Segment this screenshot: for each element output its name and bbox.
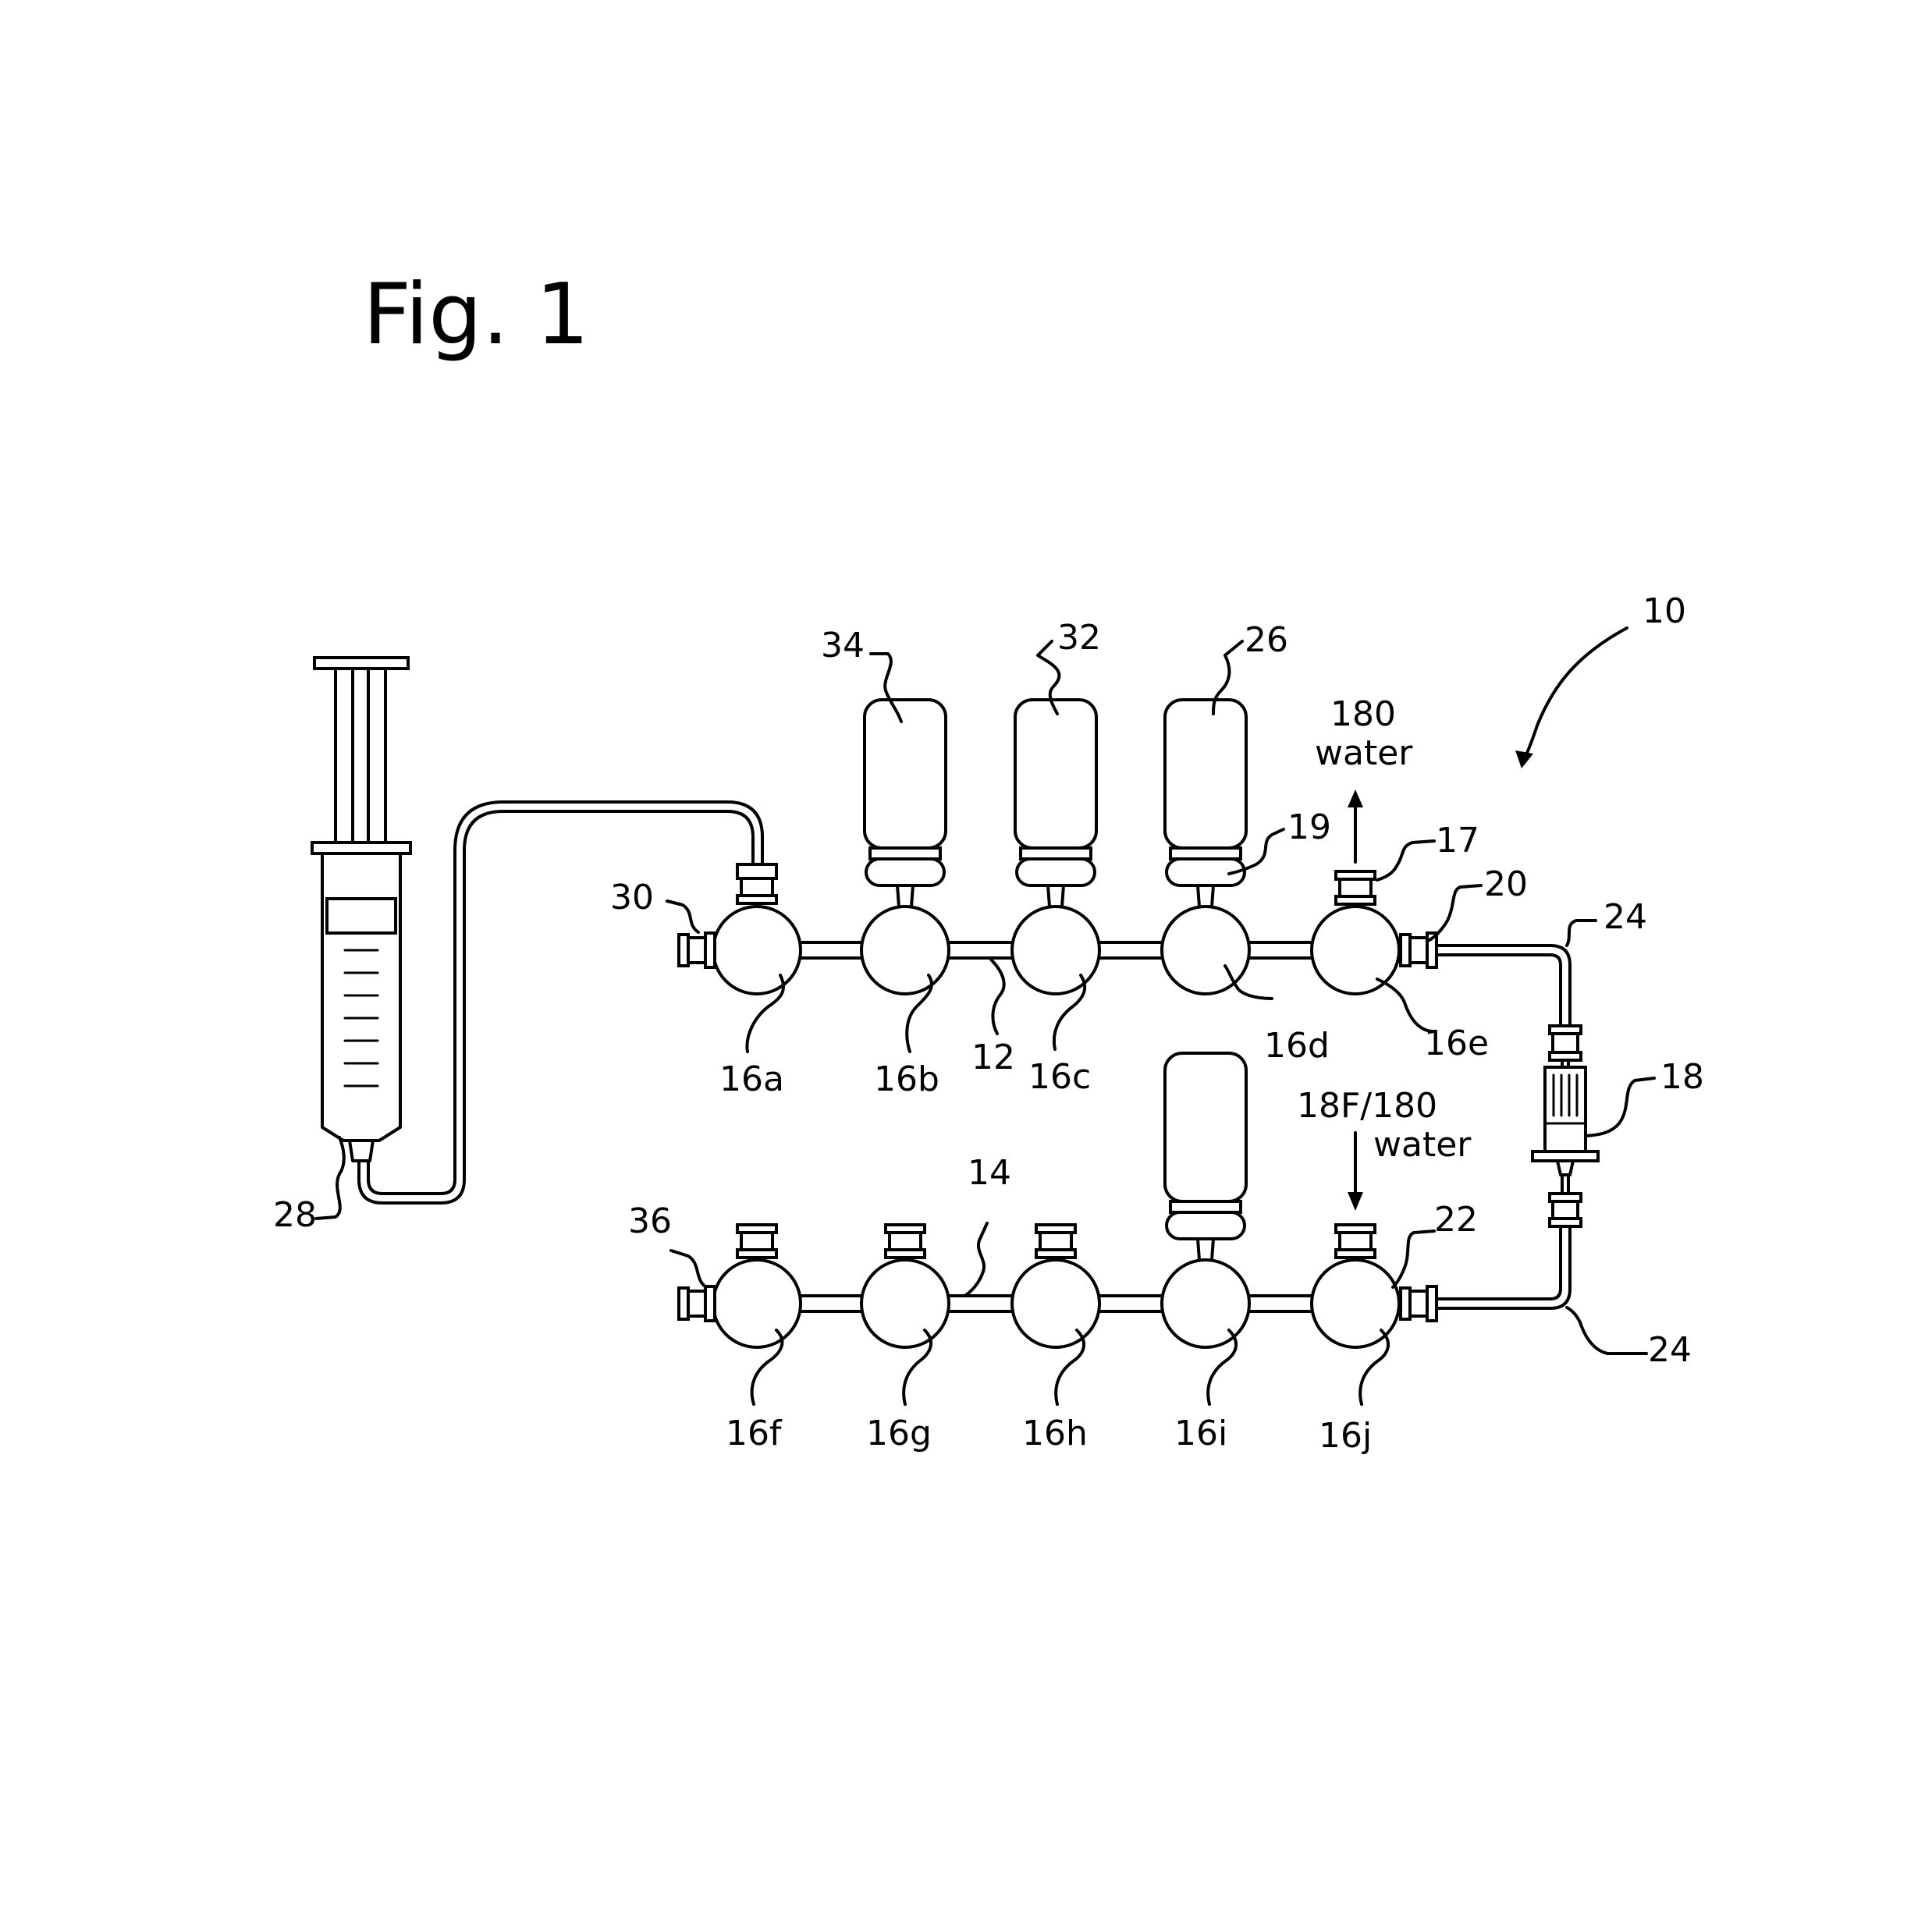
label-12: 12 <box>971 1038 1015 1077</box>
label-24-top: 24 <box>1603 897 1647 937</box>
label-30: 30 <box>610 878 654 917</box>
label-18: 18 <box>1660 1057 1704 1097</box>
port-16h-top[interactable] <box>1036 1225 1075 1258</box>
label-10: 10 <box>1643 591 1686 631</box>
label-16e: 16e <box>1424 1024 1489 1063</box>
valve-16c[interactable] <box>1012 907 1099 994</box>
valve-16i[interactable] <box>1162 1260 1249 1347</box>
label-24-bottom: 24 <box>1648 1330 1692 1370</box>
label-14: 14 <box>968 1153 1011 1193</box>
outlet-label-line1: 180 <box>1330 694 1396 734</box>
label-16h: 16h <box>1022 1414 1088 1453</box>
leader-lines <box>316 628 1654 1404</box>
figure-title: Fig. 1 <box>363 266 589 364</box>
valve-16e[interactable] <box>1312 907 1399 994</box>
label-36: 36 <box>628 1201 672 1241</box>
syringe-barrel <box>322 853 400 1141</box>
port-16a-top[interactable] <box>737 864 776 903</box>
syringe-plunger-head <box>327 899 396 933</box>
label-22: 22 <box>1434 1200 1478 1240</box>
label-32: 32 <box>1057 618 1101 658</box>
cartridge-18 <box>1532 1026 1598 1226</box>
label-17: 17 <box>1436 821 1479 860</box>
label-16b: 16b <box>874 1059 939 1099</box>
port-22[interactable] <box>1401 1286 1437 1321</box>
vial-32 <box>1015 700 1096 907</box>
port-17[interactable] <box>1336 871 1375 904</box>
valve-16f[interactable] <box>713 1260 801 1347</box>
vial-26 <box>1165 700 1246 907</box>
syringe-tip <box>350 1141 373 1161</box>
label-34: 34 <box>821 626 865 665</box>
label-19: 19 <box>1287 807 1331 847</box>
label-16a: 16a <box>719 1059 784 1099</box>
label-20: 20 <box>1484 864 1528 904</box>
label-16f: 16f <box>726 1414 783 1453</box>
outlet-label-line2: water <box>1315 733 1413 773</box>
outlet-arrow-icon <box>1348 789 1363 807</box>
inlet-label-line2: water <box>1373 1125 1472 1165</box>
label-16d: 16d <box>1264 1026 1330 1066</box>
label-16i: 16i <box>1174 1414 1227 1453</box>
port-16g-top[interactable] <box>886 1225 925 1258</box>
valve-16b[interactable] <box>861 907 949 994</box>
port-16f-top[interactable] <box>737 1225 776 1258</box>
valve-16d[interactable] <box>1162 907 1249 994</box>
vial-16i <box>1165 1053 1246 1260</box>
valve-16a[interactable] <box>713 907 801 994</box>
port-30[interactable] <box>679 933 715 967</box>
syringe-thumb-press <box>314 658 408 669</box>
label-16g: 16g <box>866 1414 932 1453</box>
vial-34 <box>865 700 946 907</box>
label-28: 28 <box>273 1195 317 1235</box>
label-16j: 16j <box>1319 1416 1372 1456</box>
valve-16g[interactable] <box>861 1260 949 1347</box>
inlet-arrow-icon <box>1348 1192 1363 1211</box>
reference-labels: 10 34 32 26 180 water 19 17 20 24 30 16a… <box>273 591 1704 1456</box>
label-26: 26 <box>1245 620 1288 660</box>
label-16c: 16c <box>1028 1057 1091 1097</box>
port-36[interactable] <box>679 1286 715 1321</box>
syringe-tube <box>359 811 753 1203</box>
inlet-label-line1: 18F/180 <box>1297 1086 1437 1126</box>
syringe-graduations <box>345 950 378 1086</box>
syringe-flange <box>312 843 410 853</box>
syringe <box>312 658 410 1161</box>
ref-10-arrow-icon <box>1515 750 1533 768</box>
port-16j-top[interactable] <box>1336 1225 1375 1258</box>
valve-16h[interactable] <box>1012 1260 1099 1347</box>
tube-24-top <box>1437 946 1570 1026</box>
